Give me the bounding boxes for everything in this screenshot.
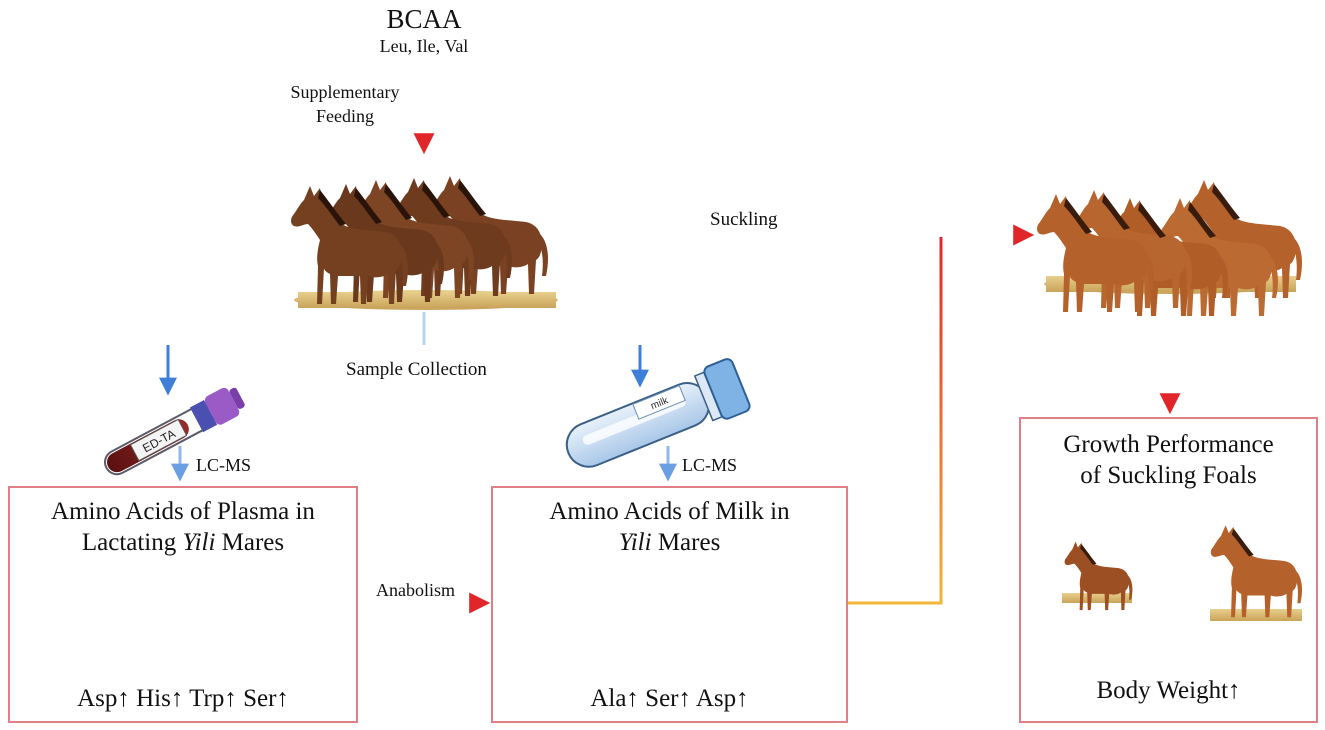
plasma-amino-acids-box: Amino Acids of Plasma in Lactating Yili … <box>8 486 358 723</box>
milk-box-title-line1: Amino Acids of Milk in <box>549 498 790 525</box>
plasma-box-title-line2-post: Mares <box>215 529 285 556</box>
body-weight-result: Body Weight↑ <box>1096 677 1241 704</box>
bcaa-subtitle: Leu, Ile, Val <box>379 36 469 56</box>
mare-herd-illustration <box>291 176 558 310</box>
foal-growth-illustration <box>1062 525 1303 621</box>
growth-box-title: Growth Performance of Suckling Foals <box>1021 429 1316 491</box>
anabolism-label: Anabolism <box>376 580 455 600</box>
bcaa-title: BCAA <box>386 4 462 34</box>
milk-box-title: Amino Acids of Milk in Yili Mares <box>493 496 846 558</box>
supplementary-feeding-label: Supplementary Feeding <box>270 80 420 128</box>
milk-amino-acid-changes: Ala↑ Ser↑ Asp↑ <box>590 685 749 712</box>
plasma-box-title-line2-pre: Lactating <box>81 529 183 556</box>
plasma-box-title: Amino Acids of Plasma in Lactating Yili … <box>10 496 356 558</box>
growth-box-title-line2: of Suckling Foals <box>1080 462 1257 489</box>
blood-tube-illustration: ED-TA <box>104 387 245 476</box>
growth-box-title-line1: Growth Performance <box>1063 431 1274 458</box>
supplementary-feeding-line1: Supplementary <box>290 82 400 102</box>
plasma-box-title-line2-italic: Yili <box>182 529 216 556</box>
milk-box-title-line2-italic: Yili <box>618 529 652 556</box>
suckling-label: Suckling <box>710 209 778 230</box>
sample-collection-label: Sample Collection <box>346 359 487 380</box>
plasma-box-title-line1: Amino Acids of Plasma in <box>51 498 315 525</box>
foal-herd-illustration <box>1037 180 1302 316</box>
milk-tube-illustration: milk <box>565 358 751 468</box>
plasma-amino-acid-changes: Asp↑ His↑ Trp↑ Ser↑ <box>77 685 289 712</box>
milk-amino-acids-box: Amino Acids of Milk in Yili Mares Ala↑ S… <box>491 486 848 723</box>
big-foal-icon <box>1210 525 1303 618</box>
lcms-right-label: LC-MS <box>682 455 738 475</box>
milk-box-title-line2-post: Mares <box>651 529 721 556</box>
lcms-left-label: LC-MS <box>196 455 252 475</box>
supplementary-feeding-line2: Feeding <box>316 106 374 126</box>
